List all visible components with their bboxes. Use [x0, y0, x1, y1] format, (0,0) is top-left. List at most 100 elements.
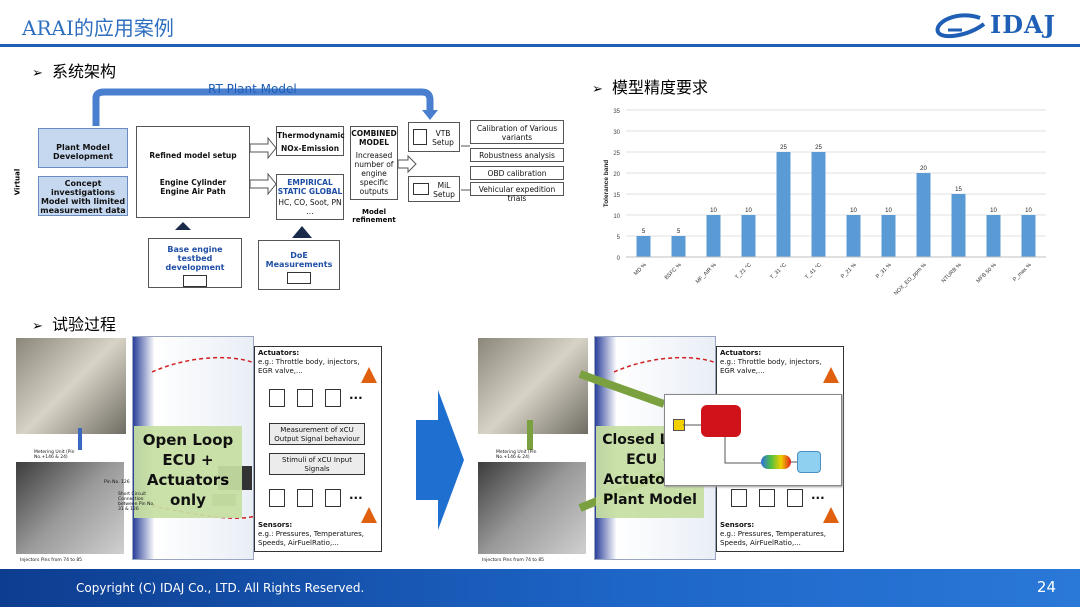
signal-box-left: Actuators: e.g.: Throttle body, injector… [254, 346, 382, 552]
actuators-text: e.g.: Throttle body, injectors, EGR valv… [720, 358, 822, 375]
logo-swoosh-icon [935, 13, 986, 39]
bar [811, 152, 826, 257]
page-title: ARAI的应用案例 [22, 16, 174, 40]
ellipsis-bottom: ... [811, 488, 825, 502]
x-tick-label: P_21 % [840, 262, 858, 280]
bar [636, 236, 651, 257]
x-tick-label: NTURB % [941, 262, 963, 284]
data-label: 5 [642, 229, 646, 235]
open-loop-label: Open Loop ECU + Actuators only [134, 426, 242, 518]
x-tick-label: T_41 °C [804, 262, 823, 281]
section-accuracy-label: 模型精度要求 [612, 78, 709, 97]
section-accuracy: ➢ 模型精度要求 [592, 74, 708, 98]
empirical-box: EMPIRICAL STATIC GLOBAL HC, CO, Soot, PN… [276, 174, 344, 220]
data-label: 25 [815, 145, 822, 151]
engine-model-icon [701, 405, 741, 437]
x-tick-label: P_max % [1012, 262, 1033, 283]
bar [916, 173, 931, 257]
matlab-icon [823, 507, 839, 523]
bar [846, 215, 861, 257]
header-rule [0, 44, 1080, 47]
y-tick-label: 25 [613, 151, 620, 157]
measurement-label: Measurement of xCU Output Signal behavio… [269, 423, 365, 445]
ecu-photo [478, 338, 588, 434]
sen-block-2 [759, 489, 775, 507]
transition-arrow-icon [416, 390, 464, 530]
ellipsis-bottom: ... [349, 488, 363, 502]
act-block-3 [325, 389, 341, 407]
sen-block-3 [325, 489, 341, 507]
pin-126-label: Pin No. 126 [104, 480, 130, 485]
x-tick-label: T_31 °C [769, 262, 788, 281]
plant-model-dev-box: Plant Model Development [38, 128, 128, 168]
open-loop-panel: Actuators: e.g.: Throttle body, injector… [12, 334, 384, 566]
hc-label: HC, CO, Soot, PN ... [278, 198, 342, 216]
data-label: 10 [745, 208, 752, 214]
y-tick-label: 5 [617, 235, 621, 241]
matlab-icon [361, 367, 377, 383]
plant-model-window [664, 394, 842, 486]
footer: Copyright (C) IDAJ Co., LTD. All Rights … [0, 569, 1080, 607]
sen-block-3 [787, 489, 803, 507]
increased-label: Increased number of engine specific outp… [354, 151, 394, 196]
muffler-icon [797, 451, 821, 473]
y-tick-label: 0 [617, 256, 621, 262]
data-label: 20 [920, 166, 927, 172]
short-circuit-label: Short Circuit Connection between Pin No.… [118, 492, 155, 512]
closed-loop-panel: Actuators: e.g.: Throttle body, injector… [474, 334, 846, 566]
actuators-title: Actuators: [258, 349, 300, 357]
catalyst-icon [761, 455, 791, 469]
data-label: 10 [710, 208, 717, 214]
sensors-title: Sensors: [720, 521, 755, 529]
bar [986, 215, 1001, 257]
plant-model-links [683, 424, 797, 464]
sensors-title: Sensors: [258, 521, 293, 529]
data-label: 15 [955, 187, 962, 193]
section-process: ➢试验过程 [32, 311, 116, 335]
bar [776, 152, 791, 257]
y-tick-label: 10 [613, 214, 620, 220]
x-tick-label: MD % [633, 262, 648, 277]
y-tick-label: 30 [613, 130, 620, 136]
section-architecture: ➢系统架构 [32, 58, 116, 82]
mil-label: MiL Setup [433, 181, 455, 199]
thermo-label: Thermodynamic [277, 131, 345, 140]
actuators-text: e.g.: Throttle body, injectors, EGR valv… [258, 358, 360, 375]
architecture-diagram: RT Plant Model Virtual Plant Model Devel… [12, 78, 572, 298]
data-label: 10 [850, 208, 857, 214]
engine-photo [478, 462, 586, 554]
concept-box: Concept investigations Model with limite… [38, 176, 128, 216]
x-tick-label: MFB 50 % [976, 262, 998, 284]
bar [881, 215, 896, 257]
mil-icon [413, 183, 429, 195]
y-tick-label: 20 [613, 172, 620, 178]
sen-block-1 [731, 489, 747, 507]
robustness-box: Robustness analysis [470, 148, 564, 162]
copyright-text: Copyright (C) IDAJ Co., LTD. All Rights … [76, 581, 365, 595]
empirical-label: EMPIRICAL STATIC GLOBAL [277, 178, 343, 196]
doe-label: DoE Measurements [265, 251, 333, 269]
y-tick-label: 15 [613, 193, 620, 199]
bullet-arrow-icon: ➢ [592, 82, 603, 97]
ecu-photo [16, 338, 126, 434]
virtual-label: Virtual [13, 168, 22, 196]
sensors-text: e.g.: Pressures, Temperatures, Speeds, A… [720, 530, 826, 547]
header: ARAI的应用案例 IDAJ [0, 0, 1080, 47]
vehicular-box: Vehicular expedition trials [470, 182, 564, 203]
data-label: 25 [780, 145, 787, 151]
bar [951, 194, 966, 257]
injectors-label: Injectors Pins from 74 to 85 [20, 558, 83, 563]
engine-cyl-label: Engine Cylinder Engine Air Path [159, 178, 227, 196]
data-label: 10 [1025, 208, 1032, 214]
bar [671, 236, 686, 257]
act-block-2 [297, 389, 313, 407]
base-engine-label: Base engine testbed development [165, 245, 225, 272]
bullet-arrow-icon: ➢ [32, 319, 43, 334]
sen-block-1 [269, 489, 285, 507]
base-engine-box: Base engine testbed development [148, 238, 242, 288]
x-tick-label: BSFC % [664, 262, 683, 281]
model-refinement-label: Model refinement [352, 208, 396, 224]
nox-label: NOx-Emission [280, 144, 340, 153]
engine-photo [16, 462, 124, 554]
